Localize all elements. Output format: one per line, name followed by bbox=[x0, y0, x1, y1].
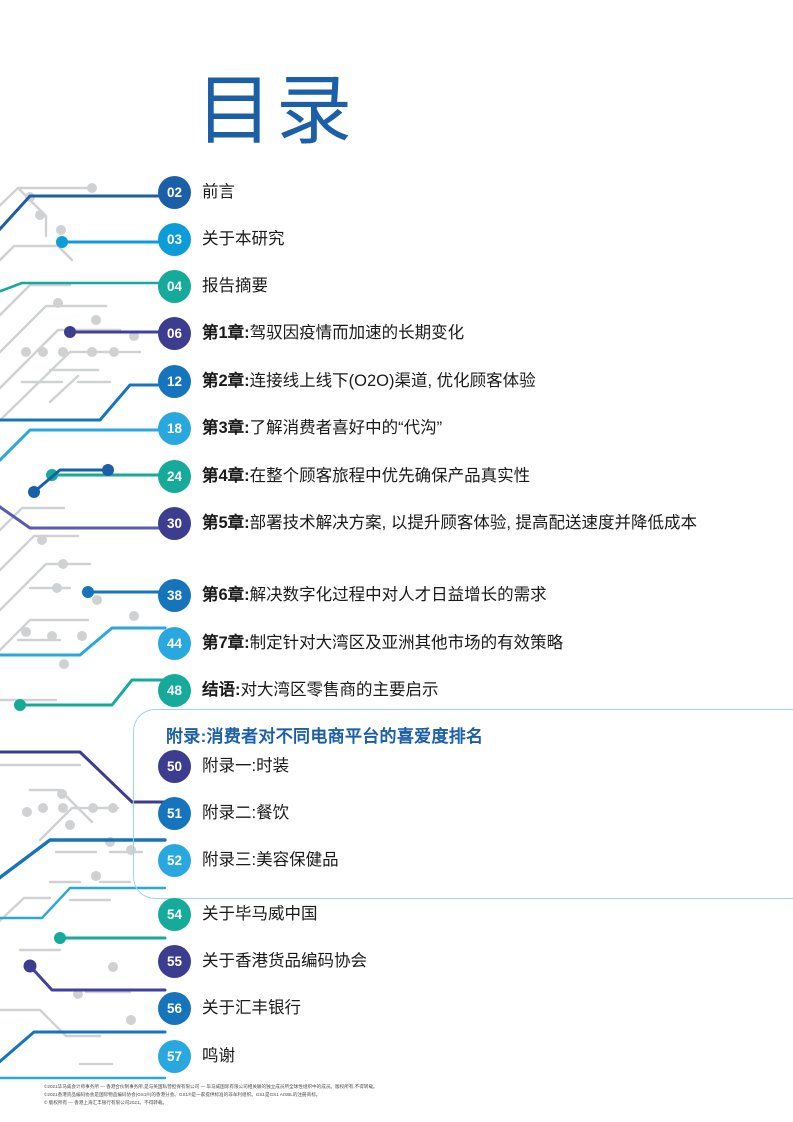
toc-entry-text: 鸣谢 bbox=[202, 1047, 235, 1065]
appendix-section-box bbox=[133, 709, 793, 899]
toc-page-number-badge[interactable]: 50 bbox=[158, 750, 191, 783]
toc-entry-text: 了解消费者喜好中的“代沟” bbox=[249, 419, 443, 437]
toc-entry-text: 连接线上线下(O2O)渠道, 优化顾客体验 bbox=[249, 372, 536, 390]
footer-copyright: ©2021毕马威会计师事务所 — 香港合伙制事务所,是与英国私营担保有限公司 —… bbox=[44, 1083, 744, 1106]
toc-entry-text: 附录二:餐饮 bbox=[202, 804, 290, 822]
toc-entry-prefix: 第5章: bbox=[202, 514, 250, 532]
toc-entry-label[interactable]: 结语:对大湾区零售商的主要启示 bbox=[202, 678, 439, 703]
toc-entry-label[interactable]: 第6章:解决数字化过程中对人才日益增长的需求 bbox=[202, 583, 547, 608]
toc-entry-label[interactable]: 第3章:了解消费者喜好中的“代沟” bbox=[202, 416, 442, 441]
toc-entry-label[interactable]: 关于毕马威中国 bbox=[202, 902, 318, 927]
toc-entry-text: 附录一:时装 bbox=[202, 757, 290, 775]
toc-entry-label[interactable]: 前言 bbox=[202, 180, 235, 205]
toc-entry-text: 前言 bbox=[202, 183, 235, 201]
toc-entry-prefix: 第7章: bbox=[202, 634, 250, 652]
toc-entry-text: 关于汇丰银行 bbox=[202, 999, 301, 1017]
toc-entry-label[interactable]: 附录一:时装 bbox=[202, 754, 289, 779]
toc-entry-label[interactable]: 第7章:制定针对大湾区及亚洲其他市场的有效策略 bbox=[202, 631, 563, 656]
toc-page-number-badge[interactable]: 52 bbox=[158, 844, 191, 877]
toc-entry-text: 在整个顾客旅程中优先确保产品真实性 bbox=[249, 467, 531, 485]
footer-line-kpmg: ©2021毕马威会计师事务所 — 香港合伙制事务所,是与英国私营担保有限公司 —… bbox=[44, 1084, 378, 1089]
toc-entry-prefix: 第1章: bbox=[202, 324, 250, 342]
toc-page-number-badge[interactable]: 04 bbox=[158, 270, 191, 303]
toc-entry-label[interactable]: 第2章:连接线上线下(O2O)渠道, 优化顾客体验 bbox=[202, 369, 536, 394]
toc-entry-label[interactable]: 关于汇丰银行 bbox=[202, 996, 301, 1021]
toc-page-number-badge[interactable]: 57 bbox=[158, 1040, 191, 1073]
footer-line-gs1: ©2021香港货品编码协会是国际物品编码协会(GS1®)的香港分会。GS1®是一… bbox=[44, 1091, 321, 1097]
page-title: 目录 bbox=[196, 69, 356, 154]
toc-entry-prefix: 第6章: bbox=[202, 586, 250, 604]
toc-page-number-badge[interactable]: 38 bbox=[158, 579, 191, 612]
toc-page-number-badge[interactable]: 51 bbox=[158, 797, 191, 830]
toc-entry-label[interactable]: 第1章:驾驭因疫情而加速的长期变化 bbox=[202, 321, 464, 346]
toc-page-number-badge[interactable]: 12 bbox=[158, 365, 191, 398]
toc-page-number-badge[interactable]: 54 bbox=[158, 898, 191, 931]
toc-entry-label[interactable]: 第4章:在整个顾客旅程中优先确保产品真实性 bbox=[202, 464, 530, 489]
toc-entry-text: 关于本研究 bbox=[202, 230, 285, 248]
toc-page-number-badge[interactable]: 24 bbox=[158, 460, 191, 493]
toc-page-number-badge[interactable]: 18 bbox=[158, 412, 191, 445]
toc-entry-label[interactable]: 附录二:餐饮 bbox=[202, 801, 289, 826]
toc-entry-prefix: 第3章: bbox=[202, 419, 250, 437]
toc-page-number-badge[interactable]: 44 bbox=[158, 627, 191, 660]
toc-entry-text: 解决数字化过程中对人才日益增长的需求 bbox=[249, 586, 547, 604]
toc-entry-text: 制定针对大湾区及亚洲其他市场的有效策略 bbox=[249, 634, 564, 652]
footer-line-hsbc: © 版权所有 — 香港上海汇丰银行有限公司2021。不得转载。 bbox=[44, 1099, 168, 1105]
toc-entry-label[interactable]: 附录三:美容保健品 bbox=[202, 848, 339, 873]
toc-entry-prefix: 第2章: bbox=[202, 372, 250, 390]
toc-entry-text: 驾驭因疫情而加速的长期变化 bbox=[249, 324, 465, 342]
toc-page-number-badge[interactable]: 30 bbox=[158, 507, 191, 540]
toc-entry-text: 对大湾区零售商的主要启示 bbox=[240, 681, 439, 699]
toc-entry-text: 报告摘要 bbox=[202, 277, 268, 295]
toc-entry-text: 部署技术解决方案, 以提升顾客体验, 提高配送速度并降低成本 bbox=[249, 514, 698, 532]
toc-entry-label[interactable]: 报告摘要 bbox=[202, 274, 268, 299]
toc-page-number-badge[interactable]: 06 bbox=[158, 317, 191, 350]
toc-page-number-badge[interactable]: 56 bbox=[158, 992, 191, 1025]
toc-entry-prefix: 结语: bbox=[202, 681, 241, 699]
toc-page-number-badge[interactable]: 02 bbox=[158, 176, 191, 209]
toc-entry-prefix: 第4章: bbox=[202, 467, 250, 485]
toc-entry-label[interactable]: 第5章:部署技术解决方案, 以提升顾客体验, 提高配送速度并降低成本 bbox=[202, 511, 697, 536]
toc-page-number-badge[interactable]: 03 bbox=[158, 223, 191, 256]
toc-entry-label[interactable]: 关于香港货品编码协会 bbox=[202, 949, 367, 974]
toc-page-number-badge[interactable]: 48 bbox=[158, 674, 191, 707]
toc-entry-text: 关于香港货品编码协会 bbox=[202, 952, 367, 970]
toc-entry-text: 附录三:美容保健品 bbox=[202, 851, 339, 869]
toc-page-number-badge[interactable]: 55 bbox=[158, 945, 191, 978]
toc-entry-label[interactable]: 关于本研究 bbox=[202, 227, 285, 252]
toc-entry-label[interactable]: 鸣谢 bbox=[202, 1044, 235, 1069]
toc-entry-text: 关于毕马威中国 bbox=[202, 905, 318, 923]
appendix-section-title: 附录:消费者对不同电商平台的喜爱度排名 bbox=[166, 727, 484, 746]
